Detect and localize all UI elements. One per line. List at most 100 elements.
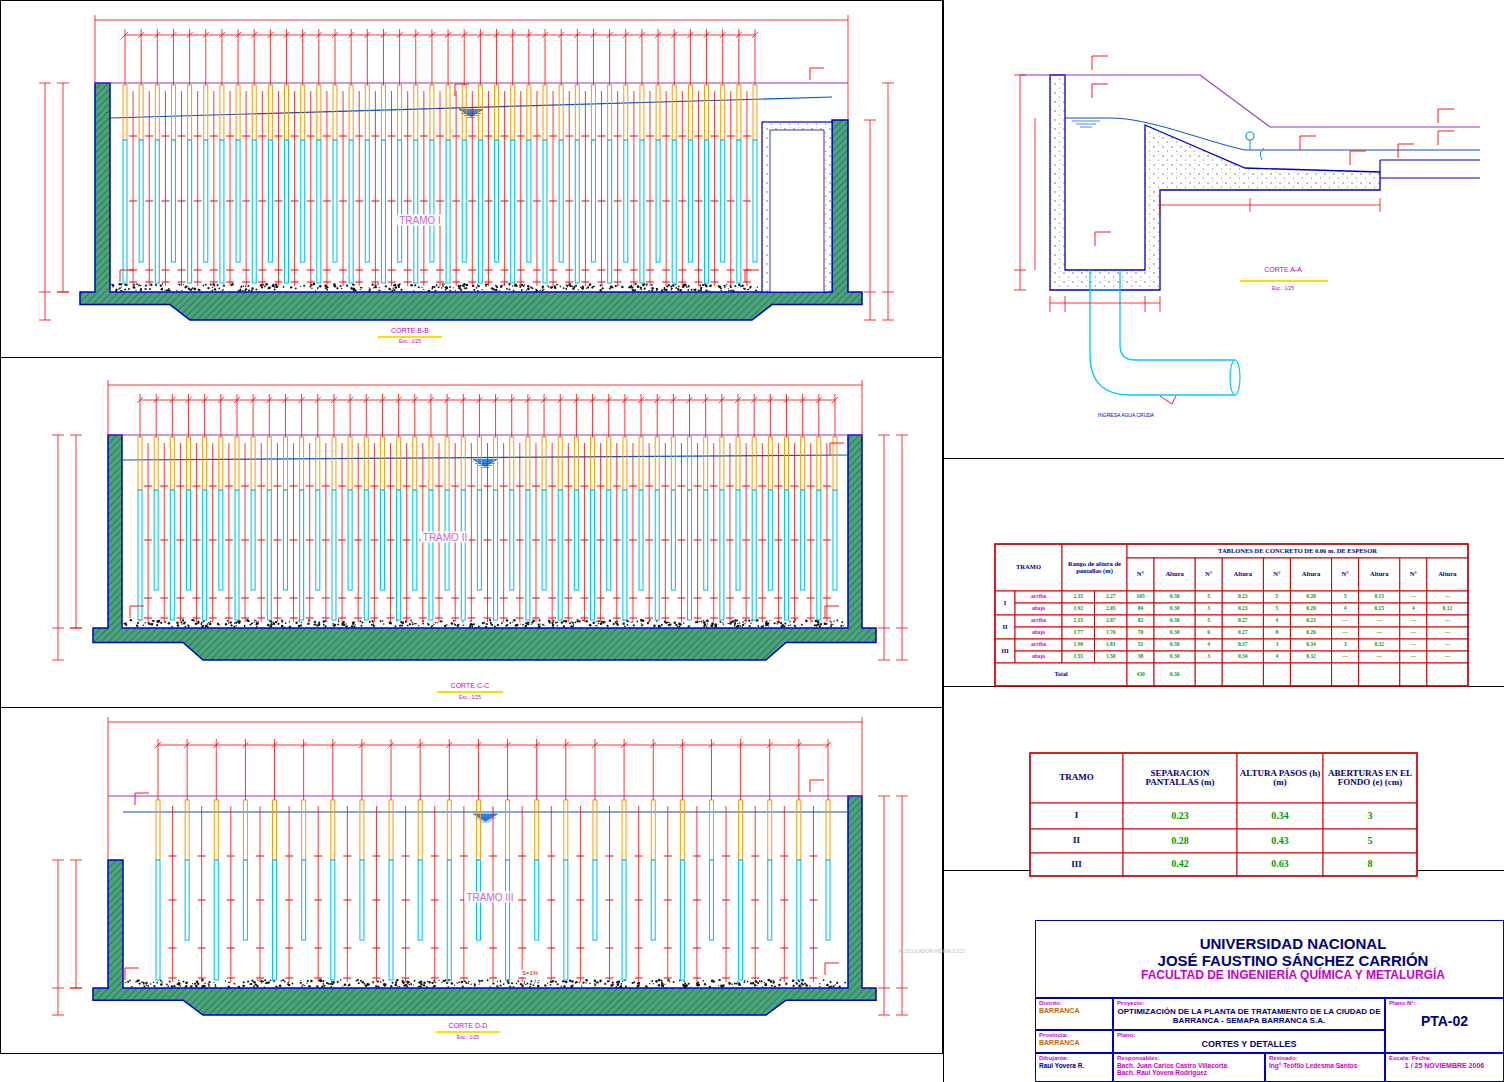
sludge-dot [592, 622, 594, 624]
sludge-dot [698, 290, 700, 292]
dimension-line [149, 91, 150, 286]
dimension-line [870, 120, 871, 320]
baffle-panel [414, 140, 418, 283]
sludge-dot [359, 620, 361, 622]
dimension-tick [370, 618, 378, 619]
sludge-dot [719, 621, 721, 623]
dimension-tick [388, 270, 396, 271]
sludge-dot [138, 284, 140, 286]
callout-leader [130, 606, 144, 618]
sludge-dot [648, 290, 650, 292]
sludge-dot [738, 284, 740, 286]
dimension-tick [614, 136, 622, 137]
dimension-tick [517, 136, 525, 137]
sludge-dot [197, 622, 199, 624]
dimension-tick [355, 201, 363, 202]
dimension-tick [141, 29, 142, 85]
sludge-dot [319, 285, 322, 288]
sludge-dot [283, 286, 285, 288]
sludge-dot [768, 979, 770, 981]
dimension-tick [290, 618, 298, 619]
sludge-dot [628, 286, 630, 288]
baffle-top [526, 437, 530, 490]
dimension-tick [484, 486, 492, 487]
sludge-dot [401, 625, 403, 627]
dimension-tick [322, 540, 330, 541]
sludge-dot [379, 287, 380, 288]
sludge-dot [593, 622, 595, 624]
baffle-panel [639, 490, 643, 590]
dimension-line [888, 83, 889, 320]
dimension-tick [629, 540, 637, 541]
dimension-tick [338, 540, 346, 541]
sludge-dot [571, 621, 572, 622]
dimension-tick [161, 201, 169, 202]
sludge-dot [260, 980, 263, 983]
dimension-tick [743, 201, 751, 202]
dimension-tick [273, 540, 281, 541]
baffle-top [477, 437, 481, 490]
dimension-tick [371, 201, 379, 202]
dimension-tick [338, 618, 346, 619]
dimension-tick [194, 201, 202, 202]
baffle-panel [413, 490, 417, 590]
sludge-dot [150, 623, 152, 625]
dimension-tick [95, 15, 96, 83]
dimension-tick [882, 83, 894, 84]
sludge-dot [375, 985, 377, 987]
sludge-dot [130, 619, 132, 621]
sludge-dot [423, 984, 425, 986]
sludge-dot [391, 290, 393, 292]
sludge-dot [201, 626, 203, 628]
dimension-tick [674, 29, 675, 85]
sludge-dot [586, 620, 588, 622]
dimension-tick [864, 120, 876, 121]
sludge-dot [731, 290, 733, 292]
dimension-tick [178, 136, 186, 137]
sludge-dot [228, 982, 230, 984]
sludge-dot [194, 288, 196, 290]
sludge-dot [427, 623, 428, 624]
sludge-dot [777, 623, 779, 625]
sludge-dot [292, 983, 294, 985]
sludge-dot [428, 290, 430, 292]
sludge-dot [436, 284, 438, 286]
sludge-dot [641, 624, 643, 626]
dimension-tick [646, 136, 654, 137]
dimension-tick [145, 270, 153, 271]
dimension-tick [404, 136, 412, 137]
sludge-dot [472, 626, 473, 627]
sludge-dot [675, 287, 677, 289]
dimension-line [553, 91, 554, 286]
sludge-dot [576, 619, 578, 621]
sludge-dot [721, 290, 723, 292]
sludge-dot [360, 289, 361, 290]
sludge-dot [585, 982, 586, 983]
sludge-dot [379, 290, 381, 292]
sludge-dot [255, 289, 257, 291]
dimension-tick [581, 201, 589, 202]
dimension-line [63, 83, 64, 292]
baffle-top [671, 437, 675, 490]
dimension-line [358, 443, 359, 622]
sludge-dot [140, 285, 142, 287]
dimension-tick [501, 136, 509, 137]
dimension-tick [258, 270, 266, 271]
dimension-tick [436, 282, 444, 283]
dimension-line [246, 91, 247, 286]
sludge-dot [301, 622, 302, 623]
sludge-dot [811, 620, 812, 621]
dimension-tick [727, 136, 735, 137]
sludge-dot [687, 289, 689, 291]
baffle-top [527, 85, 531, 140]
sludge-dot [468, 981, 469, 982]
dimension-tick [722, 29, 723, 85]
dimension-tick [452, 201, 460, 202]
dimension-tick [306, 618, 314, 619]
dimension-line [407, 91, 408, 286]
sludge-dot [764, 982, 765, 983]
sludge-dot [678, 289, 680, 291]
sludge-dot [136, 624, 138, 626]
sludge-dot [770, 980, 772, 982]
sludge-dot [563, 625, 565, 627]
